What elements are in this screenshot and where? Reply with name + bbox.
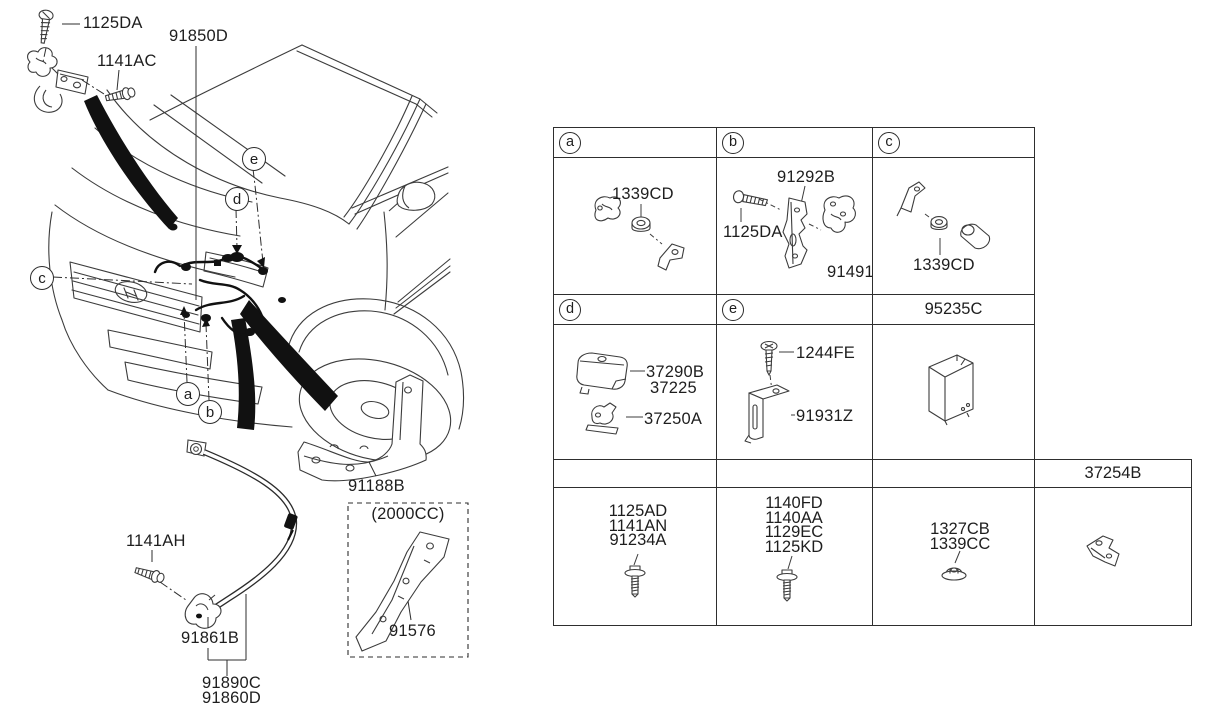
part-label: 91234A: [609, 531, 667, 549]
part-label: 1125KD: [764, 537, 824, 556]
cell-b-part-label-91491: 91491: [827, 263, 874, 281]
clip-nut-bracket-icon: [594, 196, 685, 271]
engine-variant-label: (2000CC): [371, 505, 445, 523]
screw-bracket-icon: [744, 340, 795, 444]
relay-box-icon: [928, 354, 974, 426]
part-label: 1327CB: [930, 520, 990, 538]
cell-a-letter: a: [559, 131, 581, 154]
callout-d: d: [225, 187, 249, 211]
leader-lines: [62, 23, 412, 676]
dash-dot-leaders: [42, 47, 264, 601]
table-cell-c: c 1339CD: [872, 127, 1035, 295]
bolt-bracket-cover-icon: [732, 185, 856, 269]
cell-nuts-labels: 1327CB 1339CC: [928, 520, 992, 553]
bracket-91188b-part: [297, 374, 427, 482]
cell-relay-header-label: 95235C: [924, 300, 983, 318]
cell-b-part-label-91292b: 91292B: [777, 168, 836, 186]
part-label: 1140AA: [765, 508, 823, 527]
cell-d-header: d: [554, 295, 716, 325]
flange-bolt-icon: [776, 555, 798, 602]
cell-a-part-label: 1339CD: [612, 185, 674, 203]
screw-1125da-part: [38, 9, 54, 44]
cell-b-part-label-1125da: 1125DA: [723, 223, 783, 241]
cell-c-part-label: 1339CD: [913, 256, 975, 274]
cell-bolts-a-labels: 1125AD 1141AN 91234A: [606, 502, 670, 549]
cell-bolts-a-header: [554, 460, 716, 488]
cell-b-letter: b: [722, 131, 744, 154]
bolt-1141ah-part: [134, 567, 165, 583]
part-label-91576: 91576: [389, 622, 436, 640]
part-label: 1125AD: [608, 502, 668, 520]
table-cell-nuts: 1327CB 1339CC: [872, 459, 1035, 626]
harness-sweeps: [84, 95, 338, 430]
cell-d-part-label-37225: 37225: [650, 379, 697, 397]
battery-sensor-clamp-icon: [576, 352, 645, 435]
cell-a-header: a: [554, 128, 716, 158]
flange-nut-icon: [941, 550, 967, 581]
part-label: 1129EC: [764, 523, 824, 541]
side-mirror: [388, 181, 436, 212]
engine-variant-box: [347, 502, 469, 658]
bolt-1141ac-part: [104, 87, 136, 102]
bracket-assembly-part: [27, 47, 89, 113]
table-cell-a: a 1339CD: [553, 127, 717, 295]
table-cell-relay: 95235C: [872, 294, 1035, 460]
part-label-1125da: 1125DA: [83, 14, 143, 32]
bracket-91576-part: [355, 531, 450, 652]
cell-d-part-label-37290b: 37290B: [646, 363, 705, 381]
part-label-91890c: 91890C: [202, 674, 261, 692]
vehicle-illustration: [27, 9, 469, 676]
cell-d-letter: d: [559, 298, 581, 321]
cell-bolts-b-labels: 1140FD 1140AA 1129EC 1125KD: [762, 494, 826, 556]
cell-d-part-label-37250a: 37250A: [644, 410, 703, 428]
harness-connectors: [181, 252, 286, 336]
flange-bolt-icon: [624, 553, 646, 598]
part-label-1141ah: 1141AH: [126, 532, 186, 550]
cell-e-part-label-91931z: 91931Z: [796, 407, 854, 425]
part-label-1141ac: 1141AC: [97, 52, 157, 70]
part-label-91188b: 91188B: [348, 477, 405, 495]
table-cell-d: d 37290B 37225 37250A: [553, 294, 717, 460]
cell-c-header: c: [873, 128, 1034, 158]
battery-cable: [184, 439, 298, 629]
part-label: 1140FD: [765, 494, 823, 512]
part-label-91860d: 91860D: [202, 689, 261, 707]
terminal-strap-icon: [1086, 535, 1120, 567]
table-cell-e: e: [716, 294, 874, 460]
callout-b: b: [198, 400, 222, 424]
callout-c: c: [30, 266, 54, 290]
part-label: 1339CC: [929, 534, 991, 553]
table-cell-b: b: [716, 127, 874, 295]
cell-terminal-header: 37254B: [1035, 460, 1191, 488]
part-label-91850d: 91850D: [169, 27, 228, 45]
callout-e: e: [242, 147, 266, 171]
table-cell-bolts-b: 1140FD 1140AA 1129EC 1125KD: [716, 459, 874, 626]
leader-arrows: [180, 245, 265, 327]
cell-nuts-header: [873, 460, 1034, 488]
cell-relay-header: 95235C: [873, 295, 1034, 325]
cell-e-part-label-1244fe: 1244FE: [796, 344, 855, 362]
terminal-nut-cap-icon: [896, 181, 991, 255]
table-cell-terminal: 37254B: [1034, 459, 1192, 626]
callout-a: a: [176, 382, 200, 406]
table-cell-bolts-a: 1125AD 1141AN 91234A: [553, 459, 717, 626]
cell-c-letter: c: [878, 131, 900, 154]
cell-terminal-header-label: 37254B: [1084, 464, 1142, 482]
cell-e-letter: e: [722, 298, 744, 321]
part-label-91861b: 91861B: [181, 629, 240, 647]
part-label: 1141AN: [608, 516, 668, 535]
cell-bolts-b-header: [717, 460, 873, 488]
cell-e-header: e: [717, 295, 873, 325]
cell-b-header: b: [717, 128, 873, 158]
